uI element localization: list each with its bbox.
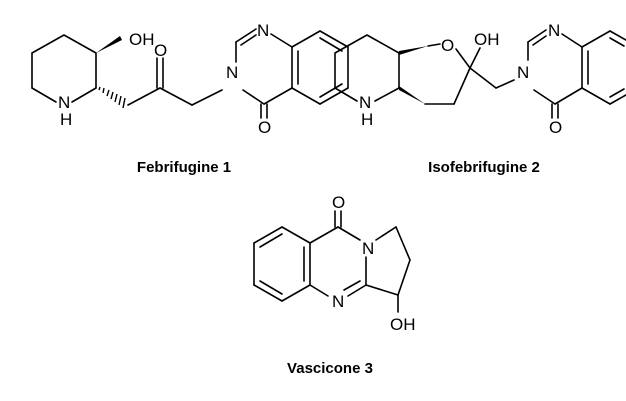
isofebrifugine-quinazolinone-n3: N — [517, 63, 529, 82]
vascicone-bonds — [253, 210, 411, 313]
isofebrifugine-ring-n: N — [359, 93, 371, 112]
febrifugine-ring-n: N — [58, 93, 70, 112]
vascicone-structure: O N N OH Vascicone 3 — [253, 193, 416, 377]
febrifugine-ring-h: H — [60, 110, 72, 129]
febrifugine-quinazolinone-n3: N — [226, 63, 238, 82]
vascicone-caption: Vascicone 3 — [287, 360, 373, 377]
vascicone-ring-n: N — [332, 292, 344, 311]
isofebrifugine-hydroxyl: OH — [474, 30, 500, 49]
febrifugine-quinazolinone-n1: N — [257, 21, 269, 40]
isofebrifugine-quinazolinone-n1: N — [548, 21, 560, 40]
febrifugine-ketone-o: O — [154, 41, 167, 60]
febrifugine-bonds — [31, 28, 349, 119]
febrifugine-quinazolinone-o: O — [258, 118, 271, 137]
vascicone-carbonyl-o: O — [332, 193, 345, 212]
isofebrifugine-structure: O OH N H N N O Isofebrifugine 2 — [334, 21, 626, 176]
isofebrifugine-bonds — [334, 29, 626, 119]
vascicone-hydroxyl: OH — [390, 315, 416, 334]
isofebrifugine-quinazolinone-o: O — [549, 118, 562, 137]
febrifugine-caption: Febrifugine 1 — [137, 159, 231, 176]
vascicone-bridge-n: N — [362, 239, 374, 258]
isofebrifugine-caption: Isofebrifugine 2 — [428, 159, 540, 176]
isofebrifugine-furan-o: O — [441, 36, 454, 55]
febrifugine-structure: OH N H O N N O Febrifugine 1 — [31, 21, 349, 176]
febrifugine-hydroxyl: OH — [129, 30, 155, 49]
isofebrifugine-ring-h: H — [361, 110, 373, 129]
